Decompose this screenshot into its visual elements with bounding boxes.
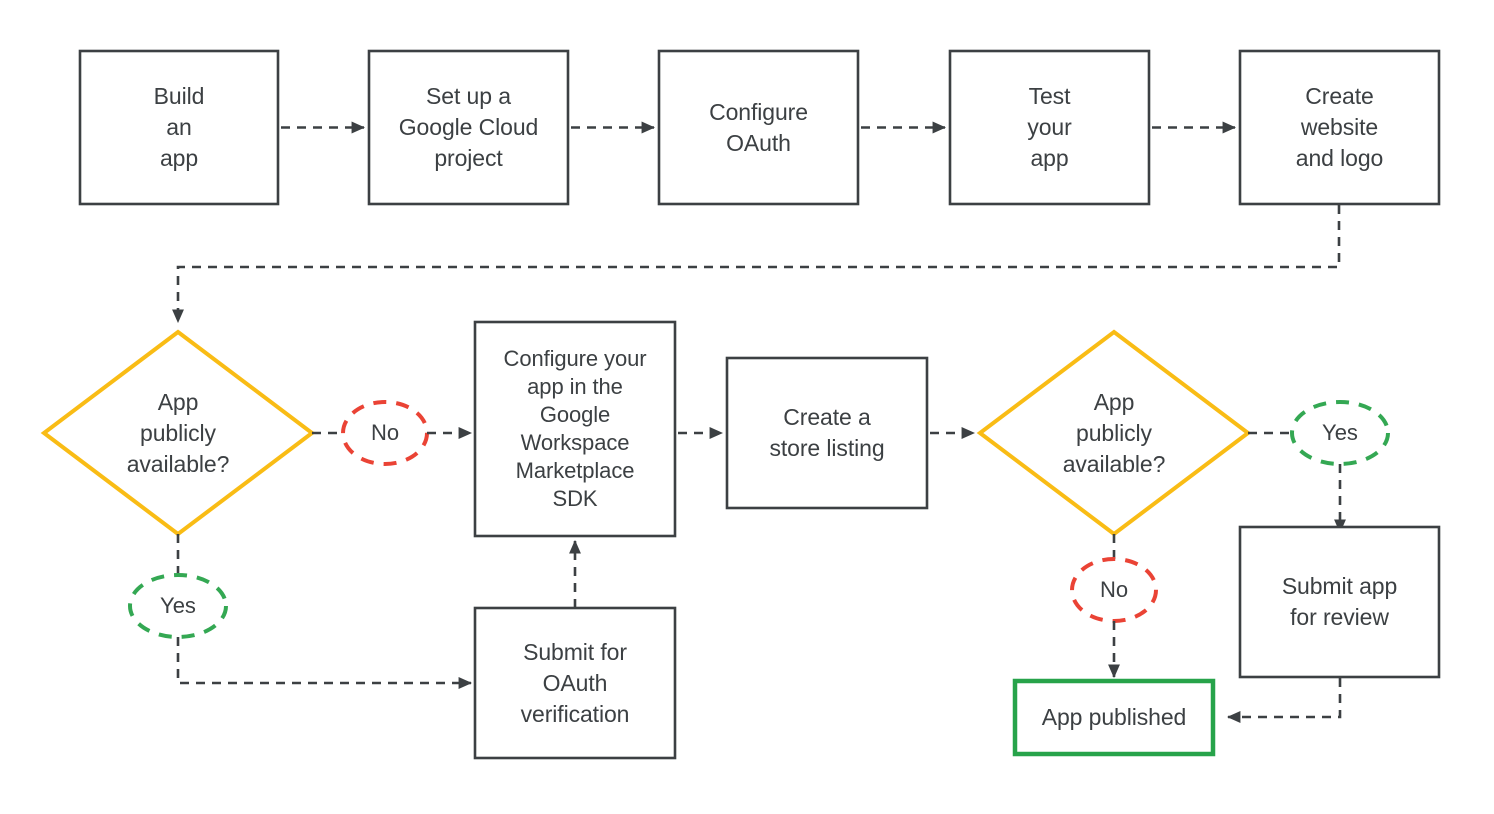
edge-label-no-1-ellipse — [341, 400, 429, 466]
edge-yes-label-to-submit-oauth — [176, 637, 473, 689]
node-create-website-logo[interactable] — [1238, 49, 1441, 206]
node-test-your-app[interactable] — [948, 49, 1151, 206]
node-submit-app-for-review[interactable] — [1238, 525, 1441, 679]
edge-create-website-to-decision1 — [172, 205, 1341, 324]
edge-label-no-2-ellipse — [1070, 557, 1158, 623]
node-app-publicly-available-1[interactable] — [40, 329, 316, 537]
node-configure-oauth[interactable] — [657, 49, 860, 206]
node-build-an-app[interactable] — [78, 49, 280, 206]
edge-label-yes-1-ellipse — [128, 573, 228, 639]
node-create-store-listing[interactable] — [725, 356, 929, 510]
edge-submit-review-to-app-published — [1226, 678, 1342, 723]
node-set-up-gcp-project[interactable] — [367, 49, 570, 206]
node-configure-app-sdk[interactable] — [473, 320, 677, 538]
edge-label-yes-2-ellipse — [1290, 400, 1390, 466]
node-submit-oauth-verification[interactable] — [473, 606, 677, 760]
node-app-published[interactable] — [1012, 678, 1216, 757]
node-app-publicly-available-2[interactable] — [976, 329, 1252, 537]
